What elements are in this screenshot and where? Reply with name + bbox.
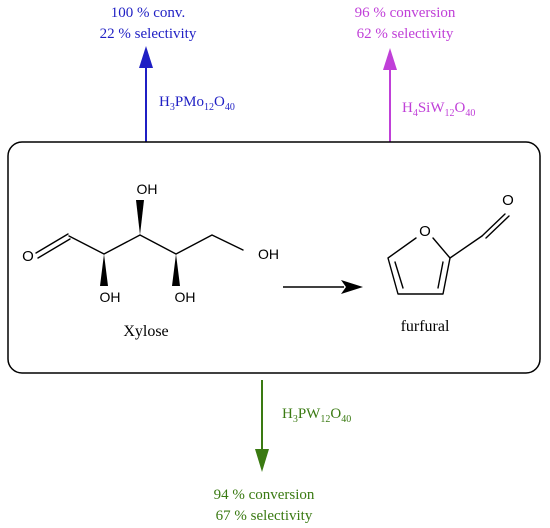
- reaction-arrow-head: [341, 280, 363, 294]
- top-left-arrow-head: [139, 46, 153, 68]
- formula-subscript: 12: [204, 102, 214, 113]
- wedge-bond: [172, 254, 180, 286]
- furfural-name: furfural: [401, 318, 450, 335]
- formula-part: H: [282, 406, 293, 422]
- xylose-c3-hydroxyl: OH: [137, 181, 158, 197]
- bond: [37, 238, 71, 259]
- top-left-selectivity: 22 % selectivity: [100, 26, 197, 42]
- bottom-result: H3PW12O40 94 % conversion 67 % selectivi…: [214, 380, 351, 524]
- formula-subscript: 4: [413, 108, 418, 119]
- bottom-catalyst-formula: H3PW12O40: [282, 406, 351, 425]
- formula-subscript: 3: [170, 102, 175, 113]
- furfural-aldehyde-oxygen: O: [502, 192, 514, 209]
- top-right-selectivity: 62 % selectivity: [357, 26, 454, 42]
- xylose-terminal-hydroxyl: OH: [258, 246, 279, 262]
- formula-part: SiW: [418, 100, 446, 116]
- formula-subscript: 12: [320, 414, 330, 425]
- bottom-conversion: 94 % conversion: [214, 487, 315, 503]
- reaction-arrow: [283, 280, 363, 294]
- xylose-name: Xylose: [123, 323, 168, 340]
- wedge-bond: [136, 200, 144, 235]
- top-right-catalyst-formula: H4SiW12O40: [402, 100, 475, 119]
- formula-subscript: 40: [465, 108, 475, 119]
- top-right-arrow-head: [383, 48, 397, 70]
- bond: [35, 233, 69, 254]
- bottom-selectivity: 67 % selectivity: [216, 508, 313, 524]
- formula-part: PMo: [175, 94, 204, 110]
- reaction-box: [7, 141, 541, 374]
- furfural-ring-oxygen: O: [419, 223, 431, 240]
- formula-part: H: [402, 100, 413, 116]
- xylose-c4-hydroxyl: OH: [175, 289, 196, 305]
- formula-part: O: [214, 94, 225, 110]
- top-right-conversion: 96 % conversion: [355, 5, 456, 21]
- furfural-double-bond: [437, 261, 444, 289]
- formula-part: PW: [298, 406, 321, 422]
- xylose-structure: O OH OH OH OH Xylose: [22, 181, 279, 340]
- formula-part: H: [159, 94, 170, 110]
- bond: [485, 215, 510, 239]
- bond: [481, 213, 506, 237]
- xylose-c2-hydroxyl: OH: [100, 289, 121, 305]
- formula-subscript: 40: [225, 102, 235, 113]
- formula-part: O: [330, 406, 341, 422]
- formula-subscript: 12: [445, 108, 455, 119]
- wedge-bond: [100, 254, 108, 286]
- top-left-conversion: 100 % conv.: [111, 5, 185, 21]
- xylose-aldehyde-oxygen: O: [22, 248, 34, 265]
- furfural-ring: [387, 237, 451, 295]
- top-right-result: 96 % conversion 62 % selectivity H4SiW12…: [355, 5, 475, 142]
- top-left-result: 100 % conv. 22 % selectivity H3PMo12O40: [100, 5, 235, 142]
- bond: [449, 235, 483, 259]
- top-left-catalyst-formula: H3PMo12O40: [159, 94, 235, 113]
- furfural-double-bond: [394, 261, 404, 289]
- formula-subscript: 3: [293, 414, 298, 425]
- xylose-backbone: [68, 234, 244, 255]
- formula-subscript: 40: [341, 414, 351, 425]
- bottom-arrow-head: [255, 449, 269, 472]
- furfural-structure: O O furfural: [387, 192, 514, 335]
- formula-part: O: [455, 100, 466, 116]
